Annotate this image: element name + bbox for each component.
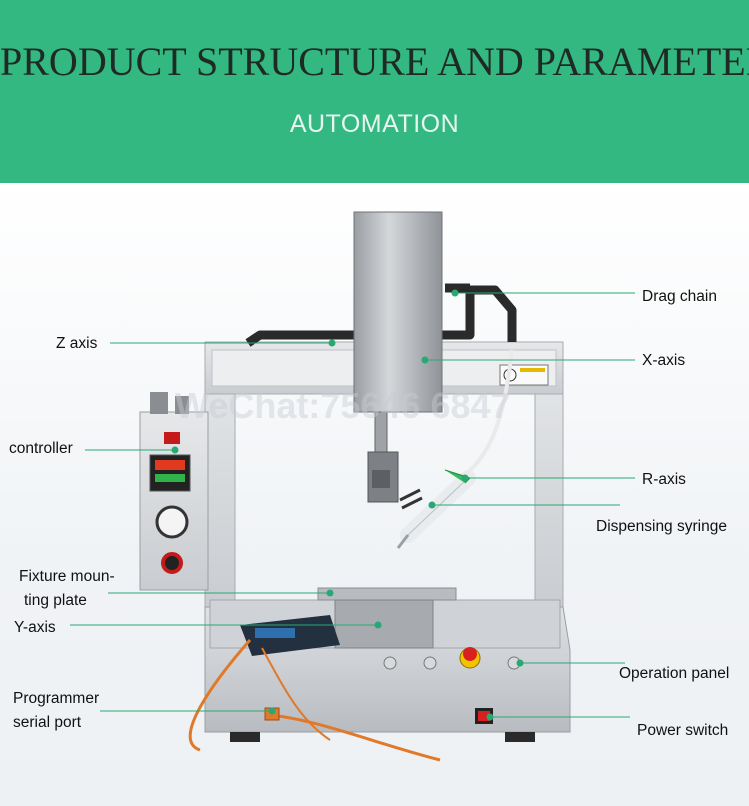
label-controller: controller <box>9 440 73 457</box>
label-dispensing-syringe: Dispensing syringe <box>596 518 727 535</box>
page-subtitle: AUTOMATION <box>289 110 460 138</box>
label-programmer-line2: serial port <box>13 714 82 731</box>
label-z-axis: Z axis <box>56 335 98 352</box>
fixture-plate <box>317 587 457 601</box>
z-axis-housing <box>353 211 443 413</box>
label-y-axis: Y-axis <box>14 619 56 636</box>
label-drag-chain: Drag chain <box>642 288 717 305</box>
label-operation-panel: Operation panel <box>619 665 730 682</box>
label-power-switch: Power switch <box>637 722 729 739</box>
label-r-axis: R-axis <box>642 471 686 488</box>
label-x-axis: X-axis <box>642 352 686 369</box>
watermark-text: WeChat:75646 6847 <box>175 385 511 426</box>
air-hose <box>463 349 514 477</box>
page-title: PRODUCT STRUCTURE AND PARAMETERS <box>0 39 749 84</box>
label-programmer-line1: Programmer <box>13 690 100 707</box>
label-fixture-line2: ting plate <box>24 592 87 609</box>
dispensing-syringe <box>396 469 476 549</box>
label-fixture-line1: Fixture moun- <box>19 568 115 585</box>
header-banner: PRODUCT STRUCTURE AND PARAMETERS AUTOMAT… <box>0 0 749 183</box>
